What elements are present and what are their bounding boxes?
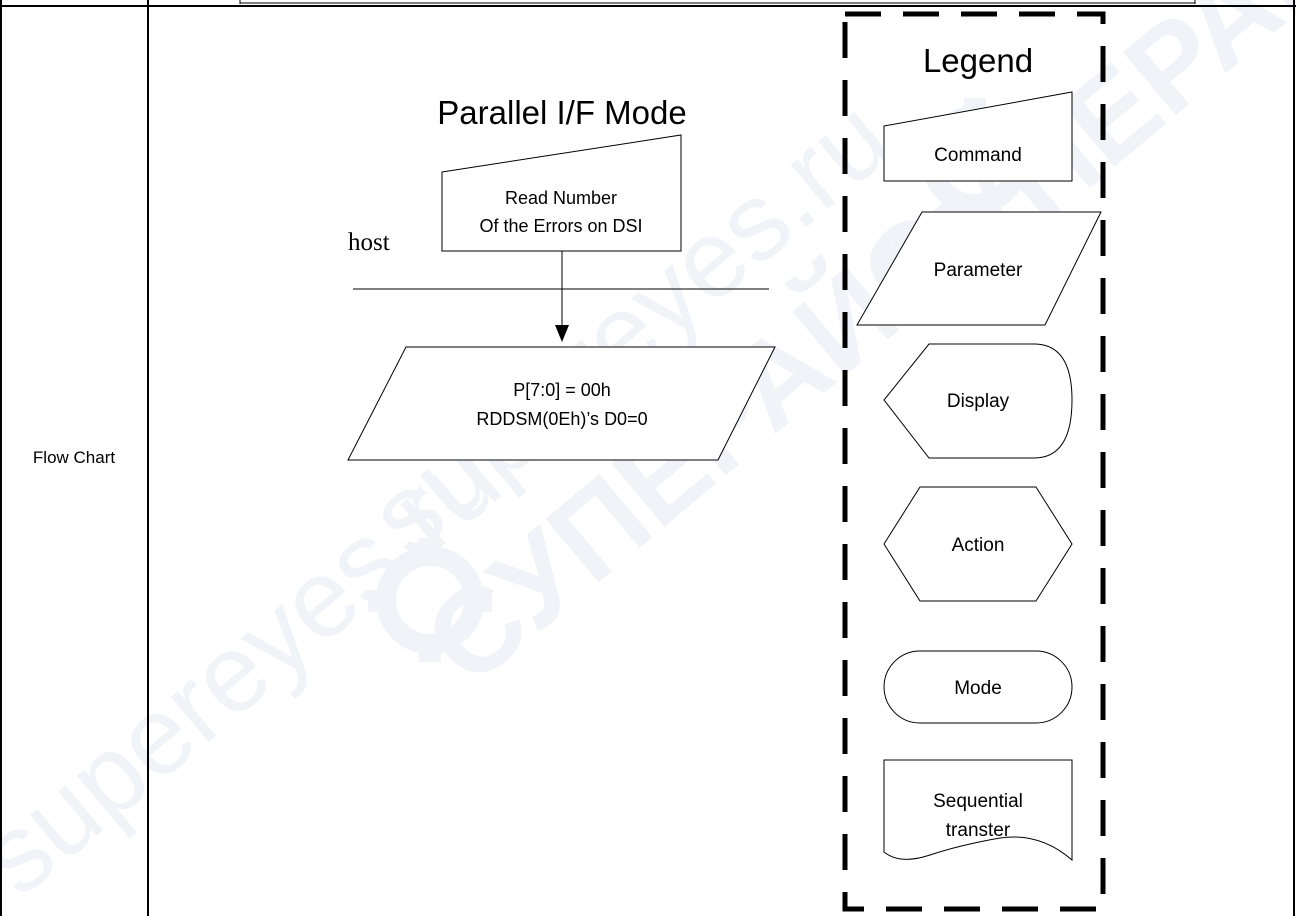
legend-mode-shape <box>883 650 1073 724</box>
legend-parameter-shape <box>856 211 1102 326</box>
legend-command-shape <box>883 91 1073 182</box>
legend: Legend Command Parameter Display Action … <box>842 11 1106 912</box>
legend-mode-label: Mode <box>954 678 1002 699</box>
parameter-box-line1: P[7:0] = 00h <box>513 380 611 400</box>
flow-arrow-head <box>555 325 569 342</box>
legend-parameter-label: Parameter <box>934 260 1023 281</box>
parameter-box <box>347 346 776 461</box>
row-label-flow-chart: Flow Chart <box>32 448 116 467</box>
legend-dashed-border <box>842 11 1106 912</box>
flowchart-title: Parallel I/F Mode <box>437 94 686 131</box>
legend-display-label: Display <box>947 391 1010 412</box>
flowchart: Parallel I/F Mode Read Number Of the Err… <box>347 94 776 461</box>
host-label: host <box>348 229 390 256</box>
legend-action-shape <box>883 486 1073 602</box>
legend-sequential-label-line2: transter <box>946 820 1011 841</box>
legend-title: Legend <box>923 42 1033 79</box>
watermark-gear-icon <box>368 538 492 662</box>
legend-command-label: Command <box>934 145 1022 166</box>
legend-action-label: Action <box>952 535 1005 556</box>
legend-sequential-label-line1: Sequential <box>933 791 1023 812</box>
legend-sequential-transfer-shape <box>883 759 1073 862</box>
command-box-line1: Read Number <box>505 188 617 208</box>
legend-display-shape <box>883 343 1073 459</box>
parameter-box-line2: RDDSM(0Eh)’s D0=0 <box>476 409 647 429</box>
command-box <box>441 134 682 252</box>
command-box-line2: Of the Errors on DSI <box>479 216 642 236</box>
